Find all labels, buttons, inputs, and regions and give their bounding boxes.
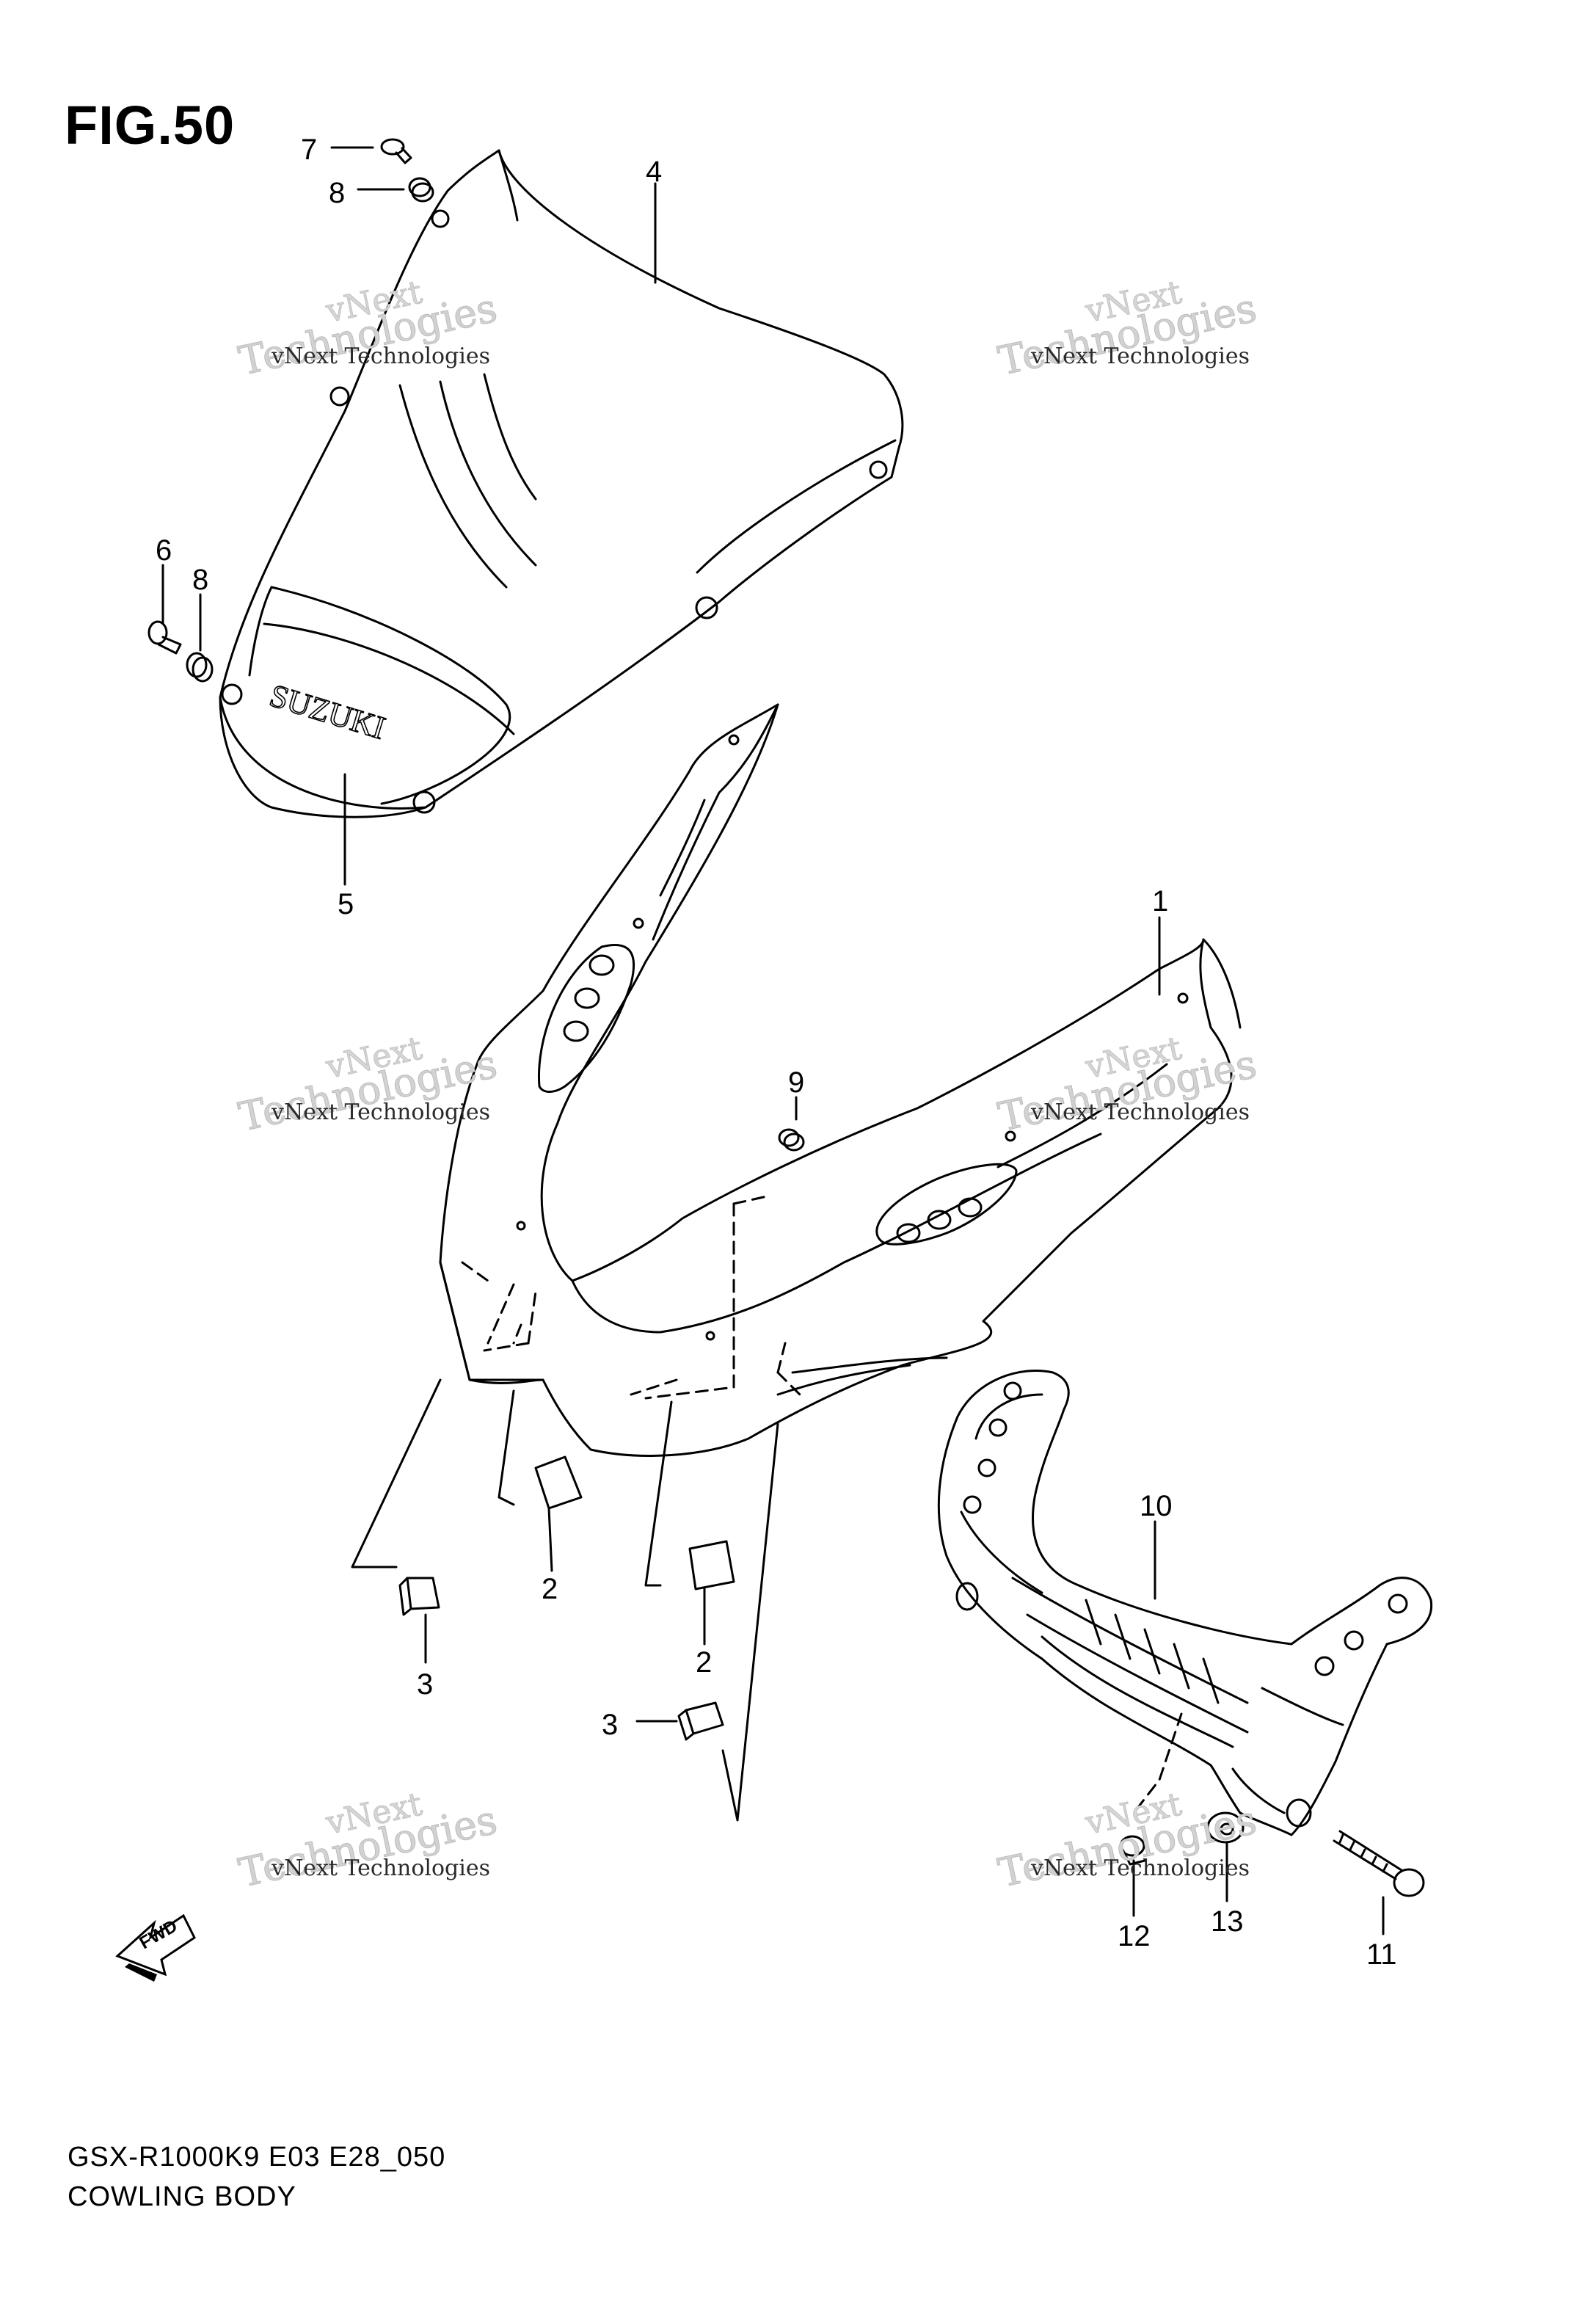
callout-8: 8	[329, 177, 346, 209]
windscreen: SUZUKI	[219, 149, 904, 818]
callout-5: 5	[338, 888, 354, 920]
callout-12: 12	[1118, 1920, 1151, 1952]
washer-8b	[186, 652, 214, 683]
pad-2a	[534, 1455, 583, 1510]
callout-9: 9	[788, 1066, 805, 1099]
clip-nut-9	[778, 1128, 805, 1152]
dashed-leaders	[461, 1195, 1183, 1814]
screw-7	[380, 138, 412, 164]
cowling-body	[439, 703, 1242, 1457]
callout-2-right: 2	[696, 1646, 713, 1679]
callout-13: 13	[1211, 1905, 1244, 1938]
callout-7: 7	[301, 134, 318, 166]
cowling-stay-10	[937, 1370, 1433, 1836]
screw-6	[147, 620, 182, 655]
figure-caption: COWLING BODY	[68, 2181, 296, 2212]
bolt-11	[1333, 1830, 1425, 1897]
figure-title: FIG.50	[65, 95, 236, 156]
callout-8-left: 8	[192, 564, 209, 596]
callout-2-left: 2	[542, 1573, 558, 1605]
callout-11: 11	[1366, 1938, 1397, 1971]
cushion-3b	[677, 1701, 724, 1741]
pad-2b	[688, 1540, 735, 1591]
callout-1: 1	[1152, 885, 1169, 917]
fwd-arrow-icon: FWD	[115, 1913, 196, 1982]
cushion-3a	[398, 1577, 440, 1616]
callout-6: 6	[156, 534, 172, 567]
callout-3-left: 3	[417, 1668, 434, 1701]
washer-8a	[408, 177, 434, 203]
washer-13	[1206, 1811, 1245, 1844]
suzuki-logo: SUZUKI	[266, 677, 390, 746]
callout-4: 4	[646, 156, 663, 188]
callout-3-right: 3	[602, 1709, 619, 1741]
model-code: GSX-R1000K9 E03 E28_050	[68, 2142, 446, 2173]
nut-12	[1119, 1835, 1146, 1866]
callout-10: 10	[1140, 1490, 1173, 1522]
